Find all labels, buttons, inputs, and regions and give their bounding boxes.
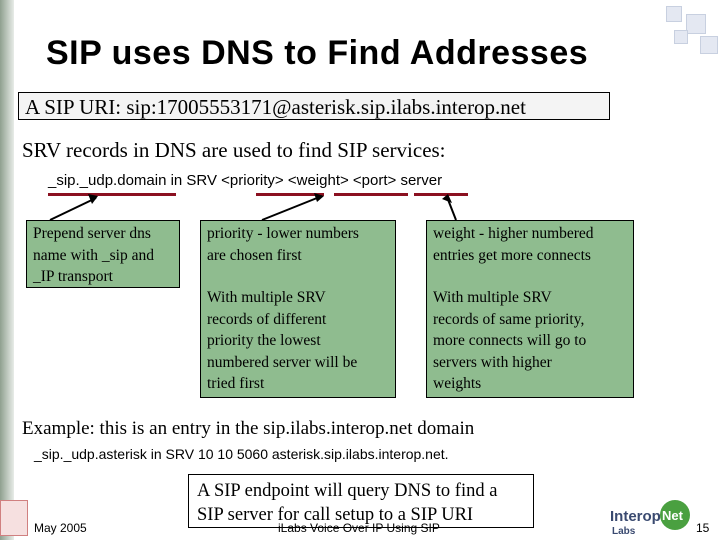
- note-weight-line: weight - higher numbered: [433, 225, 594, 242]
- logo-net-text: Net: [662, 508, 683, 523]
- left-decor-bar: [0, 0, 14, 540]
- note-prepend: Prepend server dns name with _sip and _I…: [26, 220, 180, 288]
- endpoint-line: SIP server for call setup to a SIP URI: [197, 505, 474, 525]
- arrow-priority: [261, 195, 323, 221]
- arrow-priority-head: [314, 193, 324, 202]
- note-priority: priority - lower numbers are chosen firs…: [200, 220, 396, 398]
- logo-labs-text: Labs: [612, 526, 636, 537]
- note-priority-line: priority the lowest: [207, 332, 321, 349]
- note-priority-line: With multiple SRV: [207, 289, 326, 306]
- underline-weight: [334, 193, 408, 196]
- logo-globe-icon: [660, 500, 690, 530]
- logo-text: Interop: [610, 508, 661, 525]
- note-weight-line: entries get more connects: [433, 246, 591, 264]
- sip-uri-box: A SIP URI: sip:17005553171@asterisk.sip.…: [18, 92, 610, 120]
- arrow-weight-head: [442, 194, 452, 203]
- note-priority-line: numbered server will be: [207, 353, 358, 371]
- note-weight-line: servers with higher: [433, 353, 552, 371]
- note-priority-line: records of different: [207, 310, 327, 328]
- corner-decoration: [660, 0, 720, 60]
- footer-date: May 2005: [34, 521, 87, 535]
- underline-port: [414, 193, 468, 196]
- srv-intro: SRV records in DNS are used to find SIP …: [22, 138, 446, 162]
- left-logo-icon: [0, 500, 28, 536]
- underline-domain: [48, 193, 176, 196]
- page-number: 15: [696, 521, 710, 535]
- endpoint-line: A SIP endpoint will query DNS to find a: [197, 481, 498, 501]
- example-line: Example: this is an entry in the sip.ila…: [22, 418, 475, 439]
- note-prepend-line: _IP transport: [33, 268, 113, 285]
- note-spacer: [433, 266, 627, 287]
- arrow-prepend: [49, 197, 97, 221]
- footer-title: iLabs Voice Over IP Using SIP: [278, 521, 440, 535]
- note-priority-line: tried first: [207, 375, 265, 392]
- note-weight-line: more connects will go to: [433, 332, 587, 349]
- slide-title: SIP uses DNS to Find Addresses: [46, 34, 589, 72]
- note-weight-line: With multiple SRV: [433, 289, 552, 306]
- note-weight-line: records of same priority,: [433, 310, 585, 328]
- srv-format: _sip._udp.domain in SRV <priority> <weig…: [48, 172, 443, 189]
- example-entry: _sip._udp.asterisk in SRV 10 10 5060 ast…: [34, 446, 449, 462]
- note-prepend-line: Prepend server dns: [33, 225, 151, 242]
- underline-priority: [256, 193, 324, 196]
- note-weight: weight - higher numbered entries get mor…: [426, 220, 634, 398]
- note-spacer: [207, 266, 389, 287]
- arrow-prepend-head: [88, 194, 98, 204]
- note-priority-line: are chosen first: [207, 246, 302, 264]
- note-prepend-line: name with _sip and: [33, 246, 154, 264]
- interopnet-logo: Interop Net Labs: [608, 498, 692, 537]
- endpoint-box: A SIP endpoint will query DNS to find a …: [188, 474, 534, 528]
- note-weight-line: weights: [433, 375, 482, 392]
- note-priority-line: priority - lower numbers: [207, 225, 359, 242]
